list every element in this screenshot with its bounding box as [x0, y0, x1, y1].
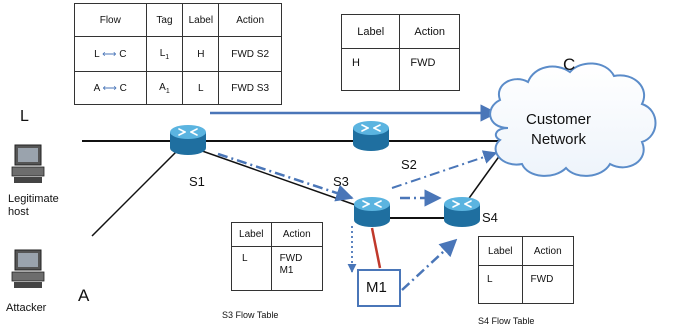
s3-flow-table: Label Action L FWD M1	[231, 222, 324, 291]
s3-table-caption: S3 Flow Table	[222, 310, 279, 320]
router-label-s4: S4	[482, 210, 498, 225]
legitimate-host-label: Legitimate host	[8, 193, 59, 218]
label-cell: L	[231, 246, 272, 291]
tag-cell: A1	[145, 71, 184, 105]
label-cell: H	[340, 48, 401, 91]
header-action: Action	[270, 222, 324, 247]
attacker-label: Attacker	[6, 302, 47, 314]
s2-flow-table: Label Action H FWD	[340, 14, 460, 91]
router-icon	[354, 197, 390, 227]
flow-cell: L ⟷ C	[74, 36, 147, 72]
label-cell: H	[182, 36, 220, 72]
action-cell: FWD M1	[270, 246, 324, 291]
header-flow: Flow	[74, 3, 147, 37]
header-action: Action	[218, 3, 282, 37]
link-s3-m1	[370, 227, 382, 269]
action-cell: FWD S3	[218, 71, 282, 105]
header-action: Action	[399, 14, 460, 49]
header-label: Label	[182, 3, 220, 37]
label-cell: L	[182, 71, 220, 105]
flow-dst: C	[119, 82, 127, 94]
double-arrow-icon: ⟷	[102, 48, 117, 60]
router-icon	[444, 197, 480, 227]
header-label: Label	[231, 222, 272, 247]
node-label-c: C	[563, 55, 576, 74]
router-icon	[170, 125, 206, 155]
router-icon	[353, 121, 389, 151]
action-cell: FWD	[399, 48, 460, 91]
header-label: Label	[478, 236, 523, 266]
router-label-s3: S3	[333, 174, 349, 189]
s4-flow-table: Label Action L FWD	[478, 236, 575, 304]
m1-box	[357, 269, 401, 307]
header-label: Label	[340, 14, 401, 49]
action-cell: FWD	[521, 265, 575, 304]
flow-dst: C	[119, 48, 127, 60]
label-cell: L	[478, 265, 523, 304]
s4-table-caption: S4 Flow Table	[478, 316, 535, 326]
cloud-icon	[489, 62, 657, 177]
m1-label: M1	[366, 279, 387, 296]
header-action: Action	[521, 236, 575, 266]
computer-icon	[11, 144, 45, 183]
router-label-s1: S1	[189, 174, 205, 189]
link-a-s1	[91, 149, 179, 237]
flow-cell: A ⟷ C	[74, 71, 147, 105]
flow-table-main: Flow Tag Label Action L ⟷ C L1 H FWD S2 …	[74, 3, 282, 105]
node-label-a: A	[78, 286, 90, 305]
flow-src: A	[93, 82, 100, 94]
router-label-s2: S2	[401, 157, 417, 172]
arrow-attack-s1-s3	[217, 152, 354, 202]
customer-network-label: Customer Network	[526, 111, 592, 148]
action-cell: FWD S2	[218, 36, 282, 72]
arrow-s3-c	[391, 150, 498, 189]
tag-cell: L1	[145, 36, 184, 72]
arrow-m1-s4	[401, 238, 458, 291]
header-tag: Tag	[145, 3, 184, 37]
node-label-l: L	[20, 108, 29, 125]
computer-icon	[11, 249, 45, 288]
flow-src: L	[94, 48, 100, 60]
double-arrow-icon: ⟷	[102, 82, 117, 94]
